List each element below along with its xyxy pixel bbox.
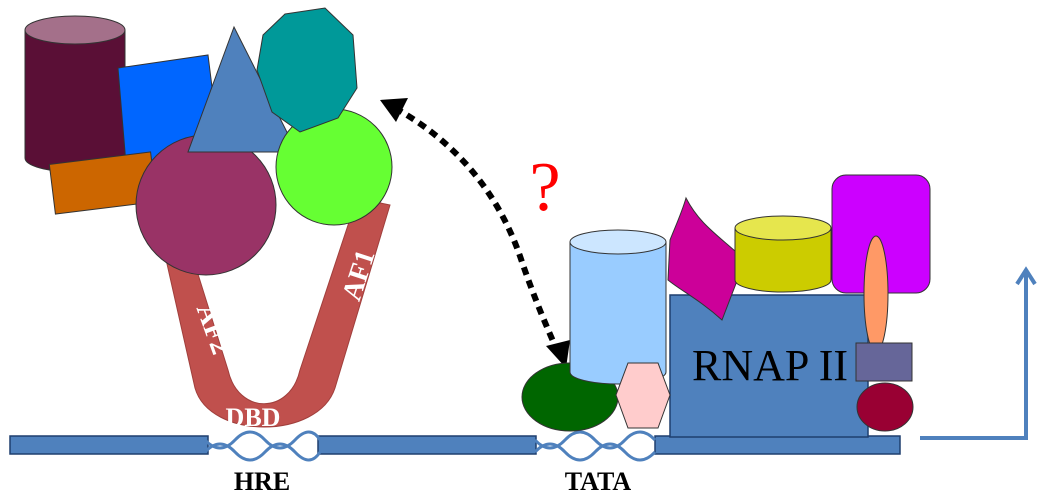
rnap-ii-block (669, 294, 869, 438)
question-mark: ? (529, 149, 560, 226)
magenta-shape (667, 196, 746, 321)
teal-octagon (256, 7, 358, 133)
maroon-cylinder-top (24, 15, 126, 45)
arrowhead-bottom (546, 340, 570, 368)
dark-red-ellipse (856, 382, 914, 432)
dna-segment-left (9, 435, 209, 455)
plum-circle (135, 134, 277, 276)
rnap-ii-label: RNAP II (692, 341, 848, 390)
hre-label: HRE (234, 467, 290, 496)
tata-helix (533, 430, 657, 462)
pink-hexagon (615, 362, 671, 429)
dna-strand (9, 435, 901, 455)
interaction-arrow (393, 105, 563, 359)
hre-helix (203, 430, 322, 462)
receptor-u-shape (164, 197, 391, 428)
arrowhead-top (380, 98, 408, 122)
olive-cylinder (734, 227, 832, 293)
dna-segment-right (654, 435, 901, 455)
salmon-ellipse (863, 235, 889, 353)
transcription-start-arrow (920, 270, 1028, 440)
slate-rectangle (855, 342, 913, 382)
maroon-cylinder (24, 29, 126, 173)
light-blue-cylinder-top (569, 229, 667, 255)
olive-cylinder-top (734, 215, 832, 241)
transcription-arrowhead (1015, 266, 1037, 286)
dbd-label: DBD (226, 403, 281, 432)
tata-label: TATA (565, 467, 632, 496)
dna-segment-middle (317, 435, 537, 455)
